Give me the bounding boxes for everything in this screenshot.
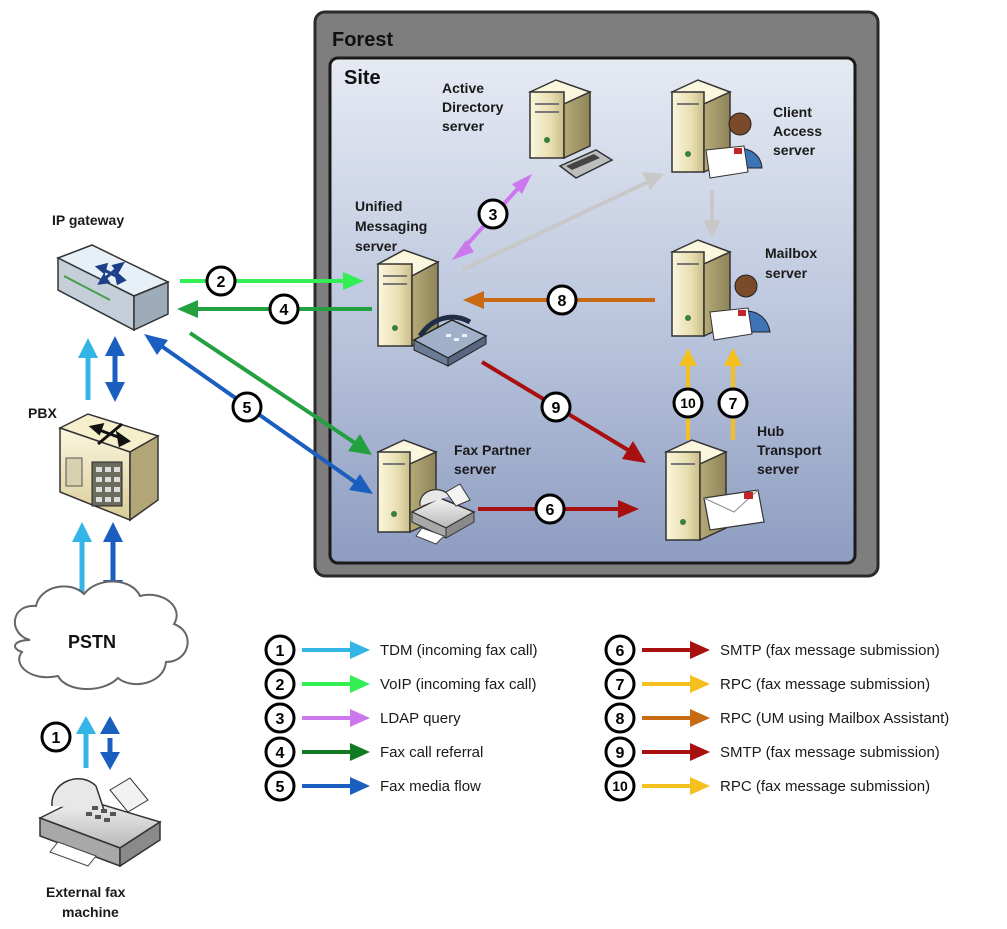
legend-label: Fax media flow [380,778,481,795]
flow-1-arrows [76,716,120,770]
legend-badge [264,736,296,768]
pbx-label: PBX [28,405,57,421]
active-directory-server-icon [528,79,614,179]
legend-number: 2 [276,677,285,694]
pbx-gateway-arrows [78,336,125,402]
legend-number: 9 [616,745,625,762]
legend-badge [604,702,636,734]
legend-label: VoIP (incoming fax call) [380,676,536,693]
mailbox-server-icon [670,239,771,341]
svg-text:4: 4 [280,302,289,319]
fax-partner-server-icon [376,439,476,545]
legend-badge [604,736,636,768]
badge-1: 1 [40,721,72,753]
svg-text:1: 1 [52,730,61,747]
svg-text:8: 8 [558,293,567,310]
legend-badge [264,702,296,734]
site-label: Site [344,67,381,89]
legend-badge [264,634,296,666]
legend-label: LDAP query [380,710,461,727]
referral-arrow [188,331,372,455]
svg-text:6: 6 [546,502,555,519]
legend-item: 3 LDAP query [264,702,461,734]
legend-item: 5 Fax media flow [264,770,481,802]
clientaccess-mailbox-arrow [703,190,721,238]
unified-messaging-server-icon [376,249,488,367]
legend-label: SMTP (fax message submission) [720,642,940,659]
legend-arrowhead [350,641,370,659]
client-access-server-icon [670,79,763,179]
pstn-cloud-icon [13,580,189,691]
legend-arrowhead [350,743,370,761]
svg-text:10: 10 [680,395,696,411]
badge-5: 5 [231,391,263,423]
legend-number: 7 [616,677,625,694]
badge-10: 10 [672,387,704,419]
badge-7: 7 [717,387,749,419]
svg-text:3: 3 [489,207,498,224]
legend-badge [264,770,296,802]
legend-number: 6 [616,643,625,660]
badge-3: 3 [477,198,509,230]
legend-badge [604,770,636,802]
svg-text:2: 2 [217,274,226,291]
legend-label: RPC (UM using Mailbox Assistant) [720,710,949,727]
legend-badge [604,634,636,666]
pbx-icon [58,413,160,522]
ip-gateway-label: IP gateway [52,212,124,228]
hub-transport-label: Hub Transport server [757,423,825,477]
legend-arrowhead [690,777,710,795]
legend-item: 9 SMTP (fax message submission) [604,736,940,768]
active-directory-label: Active Directory server [442,80,507,134]
legend-number: 3 [276,711,285,728]
legend-arrowhead [690,709,710,727]
external-fax-label: External fax machine [46,884,129,920]
badge-4: 4 [268,293,300,325]
client-access-label: Client Access server [773,104,826,158]
legend-label: TDM (incoming fax call) [380,642,538,659]
legend-arrowhead [350,709,370,727]
hub-transport-server-icon [664,439,765,542]
forest-label: Forest [332,29,393,51]
legend-item: 8 RPC (UM using Mailbox Assistant) [604,702,949,734]
legend-number: 5 [276,779,285,796]
legend-item: 7 RPC (fax message submission) [604,668,930,700]
badge-8: 8 [546,284,578,316]
legend-number: 1 [276,643,285,660]
ip-gateway-icon [56,244,170,332]
um-clientaccess-arrow [461,172,664,272]
legend-label: RPC (fax message submission) [720,778,930,795]
legend-arrowhead [350,675,370,693]
mailbox-label: Mailbox server [765,245,821,281]
legend-item: 4 Fax call referral [264,736,483,768]
svg-text:5: 5 [243,400,252,417]
legend-number: 10 [612,778,628,794]
unified-messaging-label: Unified Messaging server [355,198,431,254]
legend-arrowhead [690,641,710,659]
badge-9: 9 [540,391,572,423]
badge-2: 2 [205,265,237,297]
legend-item: 6 SMTP (fax message submission) [604,634,940,666]
legend-arrowhead [690,675,710,693]
legend-number: 8 [616,711,625,728]
fax-partner-label: Fax Partner server [454,442,535,477]
legend-badge [264,668,296,700]
legend-badge [604,668,636,700]
external-fax-icon [38,777,162,868]
legend-label: RPC (fax message submission) [720,676,930,693]
legend-label: Fax call referral [380,744,483,761]
legend-label: SMTP (fax message submission) [720,744,940,761]
badge-6: 6 [534,493,566,525]
legend-item: 2 VoIP (incoming fax call) [264,668,536,700]
legend-arrowhead [690,743,710,761]
pstn-label: PSTN [68,632,116,652]
legend-arrowhead [350,777,370,795]
legend-number: 4 [276,745,285,762]
svg-text:9: 9 [552,400,561,417]
legend-item: 10 RPC (fax message submission) [604,770,930,802]
legend-item: 1 TDM (incoming fax call) [264,634,538,666]
legend: 1 TDM (incoming fax call) 2 VoIP (incoming … [264,634,949,802]
svg-text:7: 7 [729,396,738,413]
